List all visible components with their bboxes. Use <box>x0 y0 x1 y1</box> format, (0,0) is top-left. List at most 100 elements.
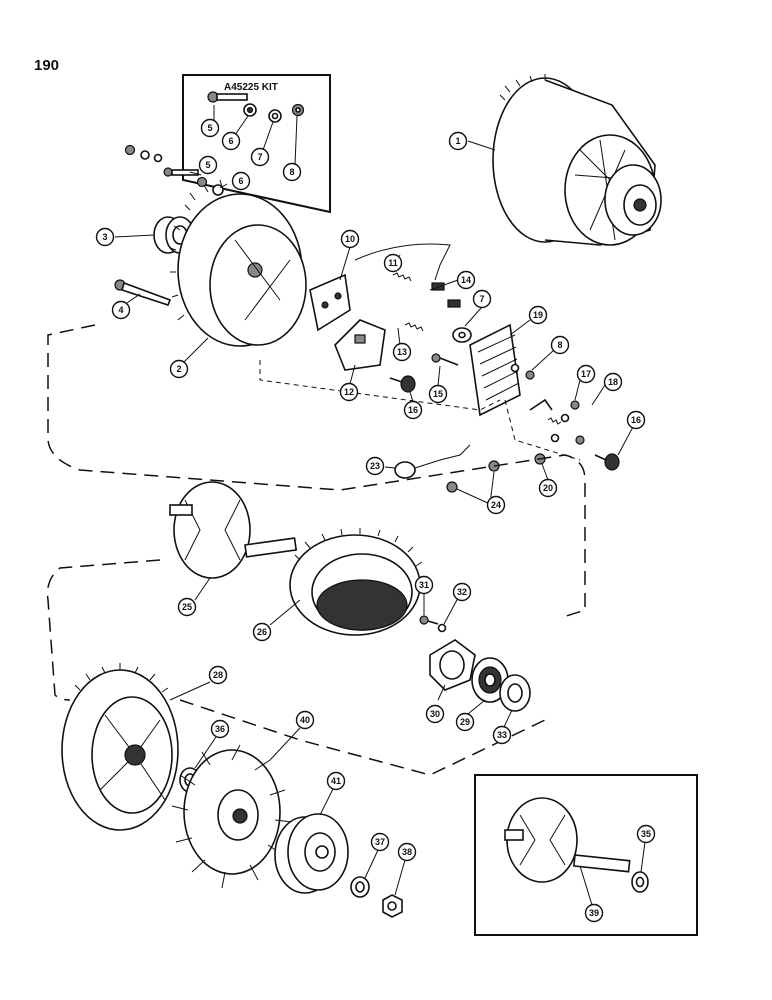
retainer-plate-30 <box>429 639 476 691</box>
svg-text:16: 16 <box>408 405 418 415</box>
svg-text:11: 11 <box>388 258 398 268</box>
kit-washer-7 <box>268 109 282 123</box>
rotor-25 <box>169 481 298 579</box>
callout-5-kit: 5 <box>200 118 220 138</box>
callout-24: 24 <box>486 495 506 515</box>
slip-ring-end-frame-2 <box>169 178 307 347</box>
callout-38: 38 <box>397 842 417 862</box>
callout-10: 10 <box>340 229 360 249</box>
svg-text:10: 10 <box>345 234 355 244</box>
leader-lines <box>114 105 646 906</box>
page-number: 190 <box>34 57 59 74</box>
callout-28: 28 <box>208 665 228 685</box>
screws-24 <box>446 460 500 493</box>
rectifier-hardware <box>510 363 585 445</box>
slinger-33 <box>499 674 531 712</box>
svg-text:6: 6 <box>238 176 243 186</box>
capacitor-23 <box>394 444 471 479</box>
svg-text:7: 7 <box>257 152 262 162</box>
svg-text:30: 30 <box>430 709 440 719</box>
callout-17: 17 <box>576 364 596 384</box>
callout-1: 1 <box>448 131 468 151</box>
callout-18: 18 <box>603 372 623 392</box>
svg-text:19: 19 <box>533 310 543 320</box>
svg-text:8: 8 <box>557 340 562 350</box>
callout-12: 12 <box>339 382 359 402</box>
lock-washer-37 <box>350 876 370 898</box>
callout-6-kit: 6 <box>221 131 241 151</box>
svg-text:15: 15 <box>433 389 443 399</box>
fan-40 <box>171 744 293 889</box>
assembly-guideline-upper <box>47 324 586 619</box>
callout-4: 4 <box>111 300 131 320</box>
callout-20: 20 <box>538 478 558 498</box>
callout-11: 11 <box>383 253 403 273</box>
through-bolt-4 <box>114 279 172 306</box>
callout-29: 29 <box>455 712 475 732</box>
regulator-10 <box>309 273 351 332</box>
svg-text:13: 13 <box>397 347 407 357</box>
screw-31-washer-32 <box>419 615 447 633</box>
svg-text:36: 36 <box>215 724 225 734</box>
svg-text:4: 4 <box>118 305 123 315</box>
callout-8-kit: 8 <box>282 162 302 182</box>
callout-39: 39 <box>584 903 604 923</box>
svg-text:37: 37 <box>375 837 385 847</box>
svg-text:24: 24 <box>491 500 501 510</box>
svg-text:6: 6 <box>228 136 233 146</box>
brush-holder-12 <box>334 319 386 371</box>
kit-label: A45225 KIT <box>224 82 278 93</box>
svg-text:12: 12 <box>344 387 354 397</box>
callout-33: 33 <box>492 725 512 745</box>
svg-text:20: 20 <box>543 483 553 493</box>
lead-wire-11 <box>354 243 451 281</box>
assembly-guideline-lower <box>46 559 546 776</box>
svg-text:31: 31 <box>419 580 429 590</box>
callout-2: 2 <box>169 359 189 379</box>
screw-15 <box>431 353 459 366</box>
svg-text:35: 35 <box>641 829 651 839</box>
assembly-guideline-regulator <box>259 360 501 411</box>
brushes-14 <box>431 282 461 308</box>
callout-6: 6 <box>231 171 251 191</box>
svg-text:17: 17 <box>581 369 591 379</box>
svg-text:5: 5 <box>207 123 212 133</box>
callout-23: 23 <box>365 456 385 476</box>
kit-box: A45225 KIT <box>182 74 331 214</box>
callout-40: 40 <box>295 710 315 730</box>
svg-text:3: 3 <box>102 232 107 242</box>
callout-15: 15 <box>428 384 448 404</box>
svg-text:41: 41 <box>331 776 341 786</box>
svg-text:28: 28 <box>213 670 223 680</box>
callout-30: 30 <box>425 704 445 724</box>
callout-13: 13 <box>392 342 412 362</box>
pulley-41 <box>274 813 349 894</box>
svg-text:5: 5 <box>205 160 210 170</box>
stator-26 <box>289 528 423 636</box>
assembly-guideline-rectifier <box>504 399 581 461</box>
callout-7-kit: 7 <box>250 147 270 167</box>
svg-text:25: 25 <box>182 602 192 612</box>
callout-16-regulator: 16 <box>403 400 423 420</box>
callout-35: 35 <box>636 824 656 844</box>
svg-text:2: 2 <box>176 364 181 374</box>
drive-end-frame-28 <box>61 663 179 831</box>
callout-5: 5 <box>198 155 218 175</box>
rectifier-bridge-19 <box>469 323 521 417</box>
inset-box <box>474 774 698 936</box>
screw-16-rectifier <box>594 453 620 471</box>
callout-41: 41 <box>326 771 346 791</box>
callout-26: 26 <box>252 622 272 642</box>
svg-text:38: 38 <box>402 847 412 857</box>
drive-end-bearing-29 <box>471 657 509 703</box>
svg-text:40: 40 <box>300 715 310 725</box>
callout-32: 32 <box>452 582 472 602</box>
svg-text:18: 18 <box>608 377 618 387</box>
svg-text:33: 33 <box>497 730 507 740</box>
insulator-washer-7 <box>452 327 472 343</box>
callout-7: 7 <box>472 289 492 309</box>
svg-text:14: 14 <box>461 275 471 285</box>
callout-16-rectifier: 16 <box>626 410 646 430</box>
svg-text:29: 29 <box>460 717 470 727</box>
